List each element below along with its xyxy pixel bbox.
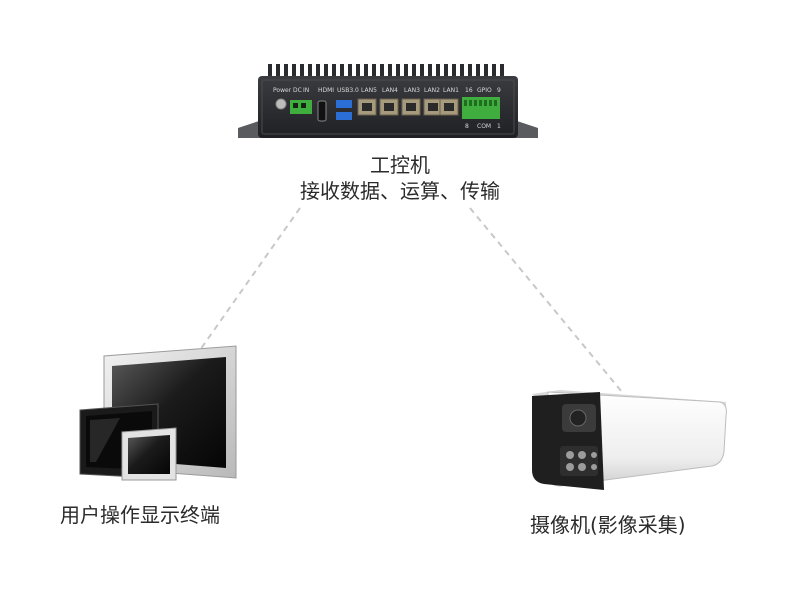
industrial-pc-title: 工控机 (370, 153, 430, 177)
pc-port-label-1: 1 (497, 123, 501, 130)
pc-port-label-gpio: GPIO (477, 87, 492, 94)
pc-port-label-power: Power (273, 87, 292, 94)
camera-label: 摄像机(影像采集) (530, 513, 686, 537)
pc-port-label-8: 8 (465, 123, 469, 130)
pc-port-label-16: 16 (465, 87, 473, 94)
pc-port-label-dc: DC (293, 87, 302, 94)
connector-pc-to-camera (469, 207, 623, 393)
pc-port-label-lan3: LAN3 (404, 87, 420, 94)
pc-port-label-lan5: LAN5 (361, 87, 377, 94)
pc-port-label-in: IN (303, 87, 309, 94)
connector-pc-to-terminal (199, 207, 301, 351)
pc-port-label-lan2: LAN2 (424, 87, 440, 94)
operator-terminal-image (79, 345, 237, 481)
operator-terminal-label: 用户操作显示终端 (60, 503, 220, 527)
pc-port-label-hdmi: HDMI (318, 87, 334, 94)
pc-port-label-com: COM (477, 123, 491, 130)
pc-port-label-9: 9 (497, 87, 501, 94)
pc-port-label-lan4: LAN4 (382, 87, 398, 94)
industrial-pc-image: Power DC IN HDMI USB3.0 LAN5 LAN4 LAN3 L… (238, 64, 538, 138)
pc-port-label-usb: USB3.0 (337, 87, 359, 94)
pc-port-label-lan1: LAN1 (443, 87, 459, 94)
industrial-pc-subtitle: 接收数据、运算、传输 (300, 179, 500, 203)
industrial-pc-label: 工控机 接收数据、运算、传输 (250, 152, 550, 204)
camera-image (532, 390, 727, 490)
